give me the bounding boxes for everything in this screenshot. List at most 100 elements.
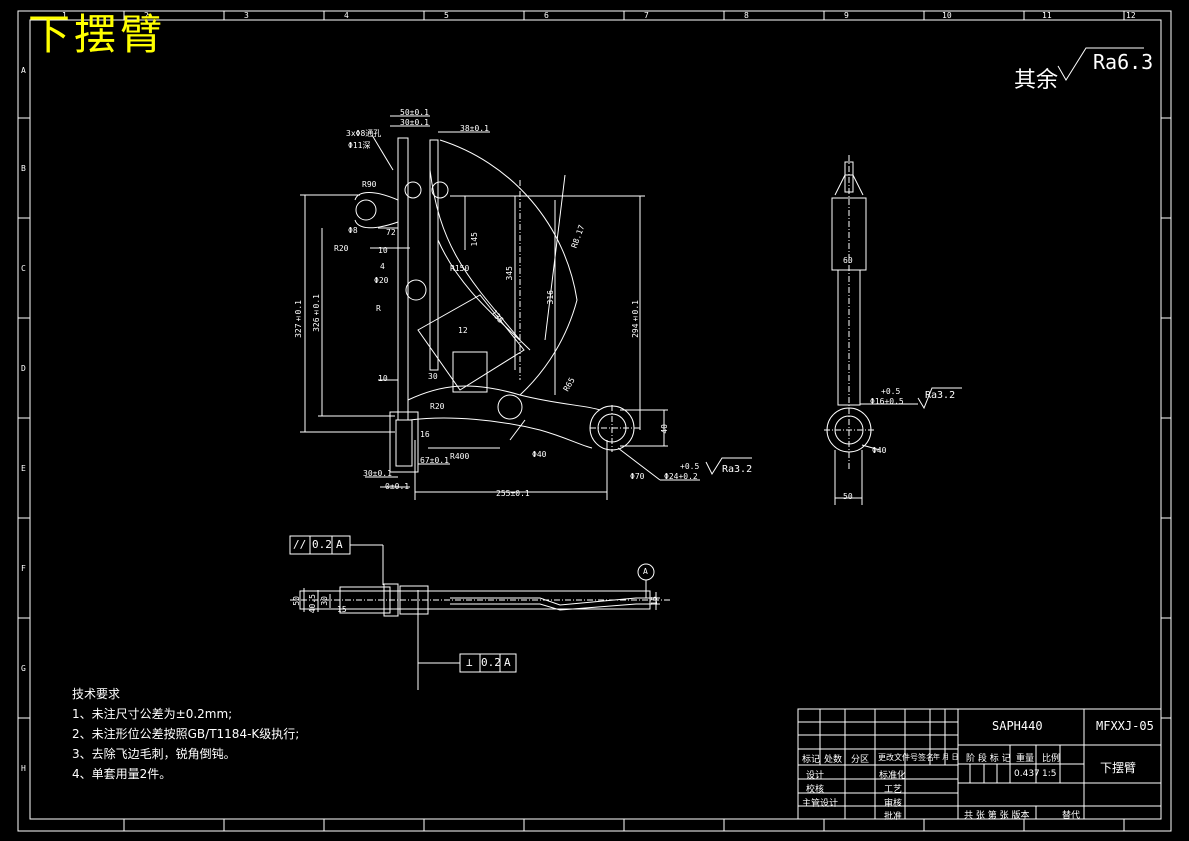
dim-h-j: 67±0.1 [420,456,449,465]
tol-parallel-value: 0.2 [312,538,332,551]
role-design: 设计 [806,771,825,781]
tech-requirement-item: 2、未注形位公差按照GB/T1184-K级执行; [72,727,300,741]
dim-r-c: R20 [430,402,445,411]
rev-header-doc: 更改文件号签名 [878,753,934,762]
title-block-sheet-info: 共 张 第 张 版本 [964,811,1030,821]
drawing-title: 下摆臂 [28,10,167,59]
dim-hole-note-a: 3xΦ8通孔 [346,129,382,138]
dim-h-f: 10 [378,374,388,383]
dim-hole-note-b: Φ11深 [348,141,371,150]
title-block-material: SAPH440 [992,719,1043,733]
zone-label-col-4: 4 [344,11,349,20]
main-view [300,115,752,500]
rev-header-mark: 标记 [802,755,821,765]
role-process: 工艺 [884,785,903,795]
dim-h-k: 255±0.1 [496,489,530,498]
tech-requirements-heading: 技术要求 [72,687,121,701]
zone-label-col-7: 7 [644,11,649,20]
bot-dim-b: 40.5 [308,594,317,614]
role-chief: 主管设计 [802,799,839,809]
dim-d-c: Φ40 [532,450,547,459]
zone-label-col-5: 5 [444,11,449,20]
tech-requirement-item: 3、去除飞边毛刺，锐角倒钝。 [72,747,236,761]
zone-label-col-6: 6 [544,11,549,20]
zone-label-row-d: D [21,364,26,373]
rev-header-date: 年 月 日 [933,753,959,761]
roughness-general-value: Ra6.3 [1093,50,1154,74]
dim-v-b: 326±0.1 [312,294,321,332]
dim-r-f: R150 [450,264,470,273]
title-block-drawing-no: MFXXJ-05 [1096,719,1154,733]
zone-label-col-12: 12 [1126,11,1136,20]
tol-perp-value: 0.2 [481,656,501,669]
dim-v-e: 316 [546,290,555,305]
zone-label-col-8: 8 [744,11,749,20]
bottom-view [289,535,670,690]
zone-label-col-9: 9 [844,11,849,20]
title-block-part-name: 下摆臂 [1100,761,1137,775]
tol-parallel-symbol: // [293,538,307,551]
zone-label-col-3: 3 [244,11,249,20]
bot-dim-a: 50 [292,596,301,606]
zone-label-col-11: 11 [1042,11,1052,20]
title-block-col-weight: 重量 [1016,754,1035,764]
side-dim-dia: Φ16+0.5 [870,397,904,406]
side-dim-rough: Ra3.2 [925,390,956,401]
dim-h-l: 40 [660,424,669,434]
title-block-replace: 替代 [1062,811,1081,821]
dim-top-c: 38±0.1 [460,124,489,133]
rev-header-zone: 分区 [851,755,870,765]
zone-label-row-g: G [21,664,26,673]
dim-h-m: 16 [420,430,430,439]
dim-v-c: 294±0.1 [631,300,640,338]
dim-d-a: Φ8 [348,226,358,235]
dim-top-a: 50±0.1 [400,108,429,117]
title-block-col-scale: 比例 [1042,754,1061,764]
outer-frame [17,10,1172,832]
title-block-scale: 1:5 [1042,769,1057,779]
zone-label-row-f: F [21,564,26,573]
role-check: 校核 [806,785,825,795]
dim-h-i: 0±0.1 [385,482,410,491]
roughness-symbol-general [1057,47,1144,81]
dim-h-a: 72 [386,228,396,237]
title-block-col-stage: 阶 段 标 记 [966,754,1011,764]
side-view [824,155,962,505]
zone-label-col-1: 1 [62,11,67,20]
tol-perp-symbol: ⊥ [466,656,473,669]
dim-h-b: 10 [378,246,388,255]
dim-d-e: Φ24+0.2 [664,472,698,481]
dim-rough-a: Ra3.2 [722,464,753,475]
dim-h-g: 30 [428,372,438,381]
title-block-lines [797,708,1162,820]
rev-header-count: 处数 [824,755,843,765]
side-dim-b: Φ40 [872,446,887,455]
dim-h-c: 4 [380,262,385,271]
bot-dim-d: 15 [337,605,347,614]
zone-label-row-e: E [21,464,26,473]
inner-frame [29,19,1162,820]
dim-top-b: 30±0.1 [400,118,429,127]
datum-label: A [643,567,648,576]
dim-r-a: R90 [362,180,377,189]
dim-tol-a: +0.5 [680,462,700,471]
dim-v-d: 345 [505,266,514,281]
dim-r-b: R20 [334,244,349,253]
zone-label-row-a: A [21,66,26,75]
dim-v-a: 327±0.1 [294,300,303,338]
side-dim-tol: +0.5 [881,387,901,396]
dim-v-f: 145 [470,232,479,247]
tech-requirements: 技术要求 1、未注尺寸公差为±0.2mm; 2、未注形位公差按照GB/T1184… [72,684,299,784]
bot-dim-c: 30 [320,596,329,606]
role-approve: 批准 [884,812,903,822]
dim-h-d: 12 [458,326,468,335]
dim-r-d: R400 [450,452,470,461]
zone-ticks [18,11,1171,831]
role-std: 标准化 [879,771,907,781]
title-block-weight: 0.437 [1014,769,1040,779]
tol-parallel-datum: A [336,538,343,551]
dim-h-h: 30±0.1 [363,469,392,478]
zone-label-col-10: 10 [942,11,952,20]
zone-label-row-c: C [21,264,26,273]
